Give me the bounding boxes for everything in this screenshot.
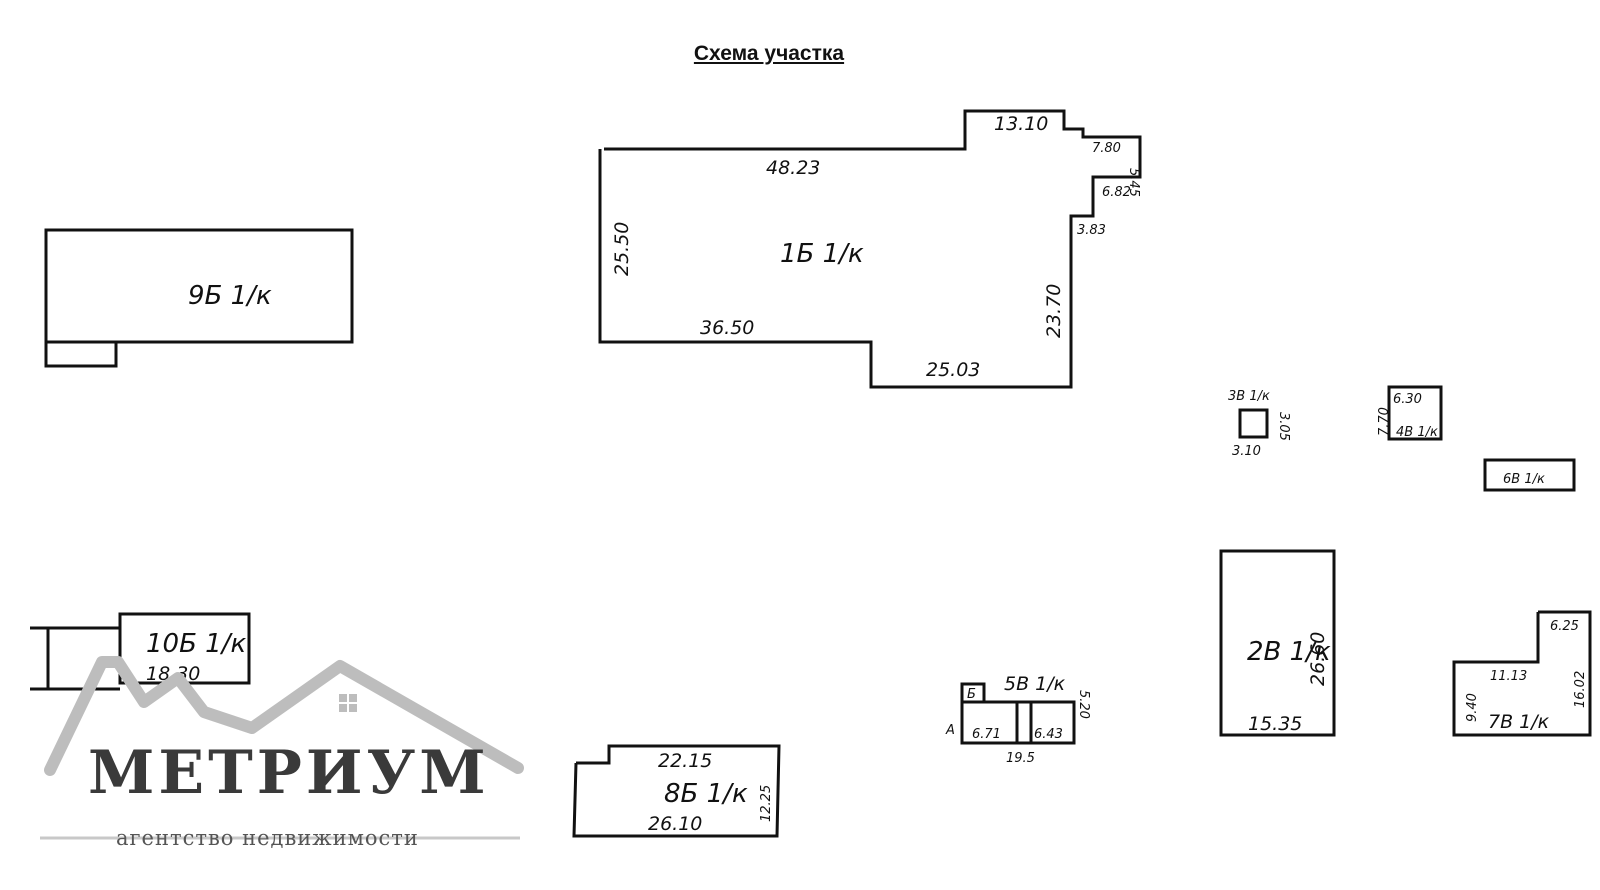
dim-11-13: 11.13	[1490, 669, 1527, 684]
dim-6-30: 6.30	[1393, 392, 1422, 407]
dim-15-35: 15.35	[1248, 713, 1302, 735]
dim-5-20: 5.20	[1076, 690, 1091, 719]
building-3b-label: 3В 1/к	[1228, 389, 1270, 404]
dim-6-82: 6.82	[1102, 185, 1131, 200]
building-3b: 3В 1/к 3.10 3.05	[1228, 389, 1291, 459]
dim-36-50: 36.50	[700, 317, 754, 339]
building-4b-label: 4В 1/к	[1396, 425, 1438, 440]
dim-23-70: 23.70	[1043, 284, 1065, 338]
building-10b: 10Б 1/к 18.30	[30, 612, 251, 691]
dim-12-25: 12.25	[759, 785, 774, 822]
metrium-logo-mark	[40, 656, 524, 840]
building-7b: 6.25 11.13 9.40 16.02 7В 1/к	[1452, 610, 1592, 737]
dim-5-45: 5.45	[1126, 168, 1141, 197]
dim-18-30: 18.30	[146, 663, 200, 685]
dim-48-23: 48.23	[766, 157, 820, 179]
page-title: Схема участка	[693, 42, 845, 65]
dim-19-5: 19.5	[1006, 751, 1035, 766]
building-10b-label: 10Б 1/к	[146, 629, 246, 659]
building-2b: 2В 1/к 26.60 15.35	[1219, 549, 1336, 737]
building-7b-label: 7В 1/к	[1488, 711, 1550, 733]
building-6b-label: 6В 1/к	[1503, 472, 1545, 487]
logo-name: МЕТРИУМ	[88, 738, 490, 808]
building-8b: 22.15 8Б 1/к 26.10 12.25	[572, 744, 781, 838]
building-2b-label: 2В 1/к	[1247, 637, 1331, 667]
dim-3-10: 3.10	[1232, 444, 1261, 459]
building-9b: 9Б 1/к	[44, 228, 354, 368]
building-4b: 6.30 4В 1/к 7.70	[1377, 385, 1443, 441]
dim-3-83: 3.83	[1077, 223, 1106, 238]
dim-25-03: 25.03	[926, 359, 980, 381]
dim-9-40: 9.40	[1465, 693, 1480, 722]
mark-a: А	[945, 723, 955, 738]
building-8b-label: 8Б 1/к	[664, 779, 748, 809]
logo-subtitle: агентство недвижимости	[116, 826, 419, 850]
building-1b: 1Б 1/к 48.23 13.10 7.80 5.45 6.82 3.83 2…	[598, 109, 1142, 389]
building-5b-label: 5В 1/к	[1004, 673, 1066, 695]
dim-6-71: 6.71	[972, 727, 1001, 742]
mark-b: Б	[967, 687, 976, 702]
dim-6-43: 6.43	[1034, 727, 1063, 742]
dim-7-70: 7.70	[1377, 407, 1392, 436]
dim-26-10: 26.10	[648, 813, 702, 835]
building-1b-label: 1Б 1/к	[780, 239, 864, 269]
dim-16-02: 16.02	[1573, 671, 1588, 708]
building-5b: Б А 5В 1/к 6.71 6.43 5.20 19.5	[945, 673, 1091, 766]
building-6b: 6В 1/к	[1483, 458, 1576, 492]
building-9b-label: 9Б 1/к	[188, 281, 272, 311]
dim-22-15: 22.15	[658, 750, 712, 772]
dim-6-25: 6.25	[1550, 619, 1579, 634]
dim-7-80: 7.80	[1092, 141, 1121, 156]
dim-25-50: 25.50	[611, 222, 633, 276]
dim-13-10: 13.10	[994, 113, 1048, 135]
dim-3-05: 3.05	[1276, 412, 1291, 441]
dim-26-60: 26.60	[1307, 632, 1329, 686]
